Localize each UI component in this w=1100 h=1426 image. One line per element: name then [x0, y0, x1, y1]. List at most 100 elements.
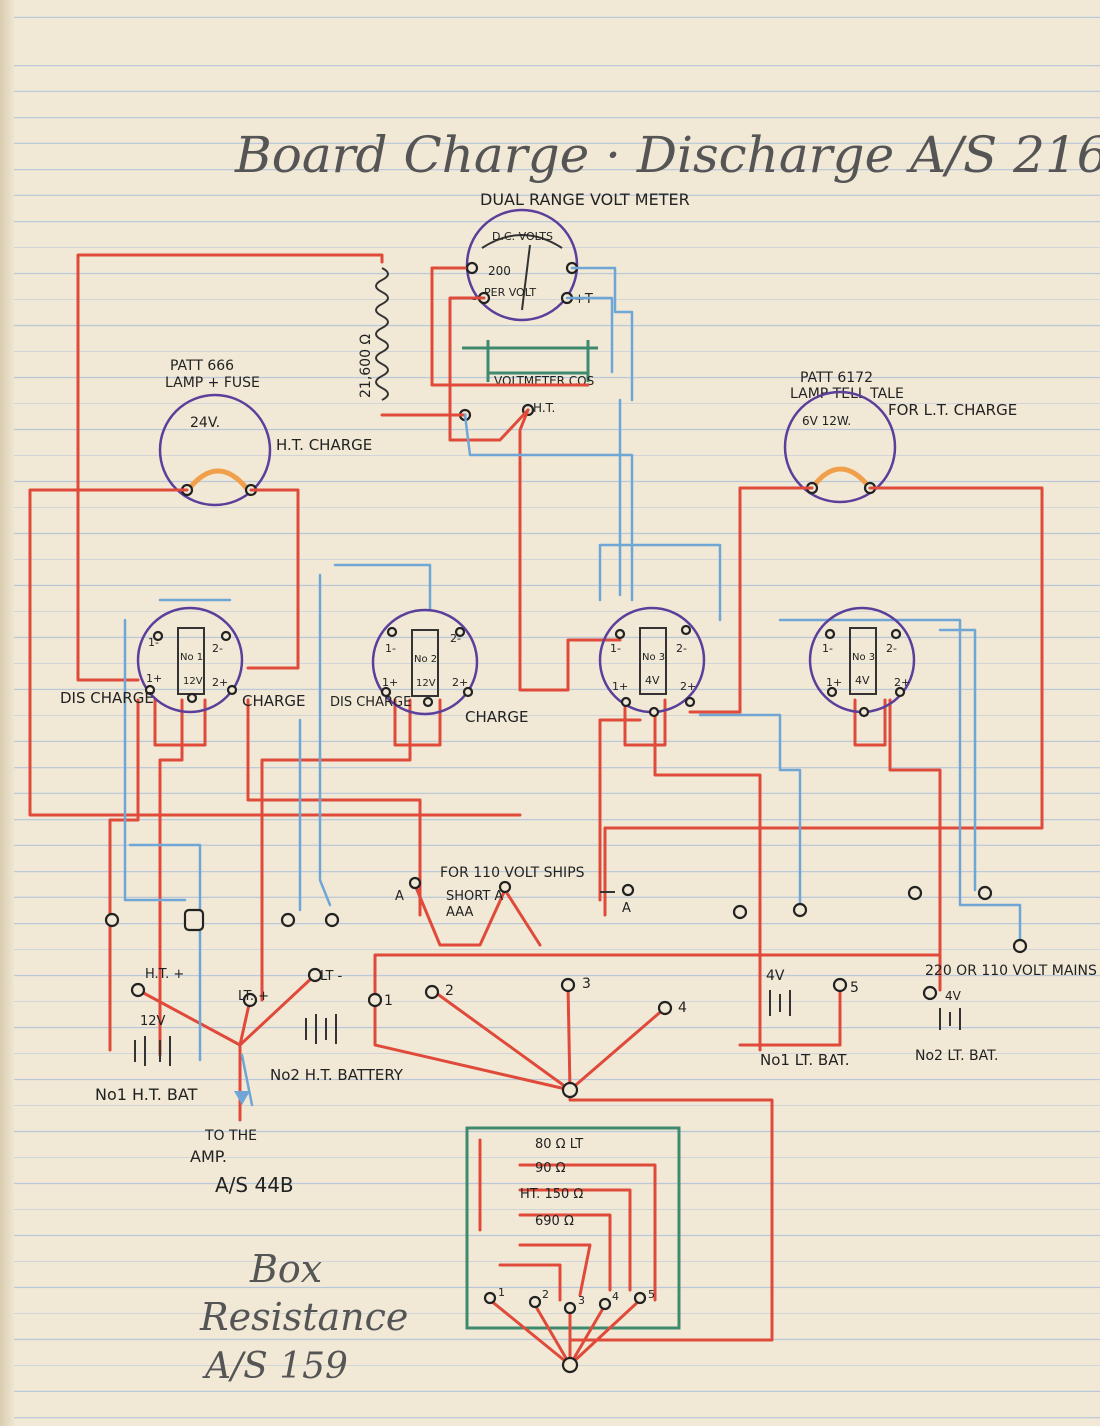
- charge-label-2: CHARGE: [465, 708, 529, 726]
- lamp-telltale-right: PATT 6172 LAMP TELL TALE 6V 12W. FOR L.T…: [783, 370, 1017, 504]
- voltmeter-scale: [481, 234, 563, 249]
- ht-battery-1-icon: [134, 1036, 171, 1066]
- lamp-fuse-left: PATT 666 LAMP + FUSE 24V. H.T. CHARGE: [158, 358, 372, 507]
- amp-note-line3: A/S 44B: [215, 1173, 294, 1197]
- switch-3-number: No 3: [642, 652, 665, 663]
- resistor-r2: 90 Ω: [535, 1161, 566, 1176]
- voltmeter-scale-label: D.C. VOLTS: [492, 230, 553, 243]
- mains-label: 220 OR 110 VOLT MAINS: [925, 963, 1097, 979]
- page-title: Board Charge · Discharge A/S 216.: [234, 126, 1100, 184]
- svg-text:3: 3: [578, 1294, 585, 1307]
- lt-plus-label: LT. +: [238, 989, 269, 1004]
- resistance-box-frame: [465, 1126, 681, 1330]
- mains-note-line2: SHORT A: [446, 889, 503, 904]
- resistance-box: 80 Ω LT 90 Ω HT. 150 Ω 690 Ω 1 2 3 4 5: [465, 1126, 681, 1374]
- amp-note: TO THE AMP. A/S 44B: [190, 1091, 294, 1197]
- ht-battery-2-label: No2 H.T. BATTERY: [270, 1066, 404, 1084]
- svg-text:1+: 1+: [382, 676, 398, 689]
- switch-4-voltage: 4V: [855, 674, 870, 687]
- switch-1: No 1 12V 1- 2- 1+ 2+: [136, 606, 244, 714]
- resistor-r4: 690 Ω: [535, 1214, 574, 1229]
- switch-3: No 3 4V 1- 2- 1+ 2+: [598, 606, 706, 718]
- lamp-right-voltage: 6V 12W.: [802, 414, 851, 428]
- switch-1-number: No 1: [180, 652, 203, 663]
- mains-note-line1: FOR 110 VOLT SHIPS: [440, 865, 585, 881]
- ht-battery-2-icon: [305, 1014, 337, 1044]
- batteries: No1 H.T. BAT No2 H.T. BATTERY No1 LT. BA…: [95, 963, 1097, 1104]
- lamp-left-charge: H.T. CHARGE: [276, 436, 372, 454]
- box-label-3: A/S 159: [202, 1346, 348, 1387]
- svg-text:2-: 2-: [886, 642, 897, 655]
- voltmeter-cos: VOLTMETER COS H.T.: [458, 340, 598, 422]
- 4v-label-b: 4V: [945, 989, 962, 1003]
- lamp-right-bulb-icon: [783, 390, 897, 504]
- resistor-label: 21,600 Ω: [358, 334, 374, 398]
- lamp-left-label-2: LAMP + FUSE: [165, 375, 260, 391]
- svg-text:2+: 2+: [680, 680, 696, 693]
- svg-text:1: 1: [498, 1286, 505, 1299]
- svg-text:4: 4: [678, 1000, 687, 1016]
- series-resistor: 21,600 Ω: [358, 267, 389, 401]
- switch-1-voltage: 12V: [183, 676, 203, 687]
- svg-text:2+: 2+: [894, 676, 910, 689]
- svg-text:1+: 1+: [612, 680, 628, 693]
- lamp-left-voltage: 24V.: [190, 415, 220, 431]
- svg-text:5: 5: [648, 1288, 655, 1301]
- ht-battery-1-label: No1 H.T. BAT: [95, 1085, 198, 1104]
- voltmeter-per-volt: PER VOLT: [484, 286, 536, 299]
- svg-text:3: 3: [582, 976, 591, 992]
- switch-3-voltage: 4V: [645, 674, 660, 687]
- lamp-right-label-2: LAMP TELL TALE: [790, 386, 904, 402]
- svg-text:2-: 2-: [212, 642, 223, 655]
- switch-2-voltage: 12V: [416, 678, 436, 689]
- arrow-down-icon: [234, 1091, 250, 1105]
- svg-text:1-: 1-: [610, 642, 621, 655]
- terminal-row: 1 2 3 4 5 H.T. + LT. + LT - 12V 4V 4V: [104, 885, 1028, 1099]
- amp-note-line1: TO THE: [204, 1128, 257, 1144]
- svg-text:2: 2: [542, 1288, 549, 1301]
- switch-2: No 2 12V 1- 2- 1+ 2+: [371, 608, 479, 716]
- 4v-label-a: 4V: [766, 968, 785, 984]
- voltmeter-range: 200: [488, 264, 511, 278]
- svg-text:5: 5: [850, 980, 859, 996]
- svg-text:1-: 1-: [148, 636, 159, 649]
- lt-battery-1-icon: [769, 990, 791, 1016]
- charge-label-1: CHARGE: [242, 692, 306, 710]
- resistor-r3: HT. 150 Ω: [520, 1187, 583, 1202]
- resistor-icon: [375, 267, 389, 401]
- switch-2-number: No 2: [414, 654, 437, 665]
- terminal-a1: A: [395, 889, 404, 904]
- svg-text:2+: 2+: [452, 676, 468, 689]
- box-label-1: Box: [249, 1247, 322, 1291]
- voltmeter-plus: +T: [574, 292, 593, 307]
- lt-battery-2-label: No2 LT. BAT.: [915, 1048, 999, 1064]
- svg-text:2+: 2+: [212, 676, 228, 689]
- voltmeter-ht-label: H.T.: [533, 401, 555, 415]
- lt-battery-1-label: No1 LT. BAT.: [760, 1051, 849, 1069]
- terminal-a2: A: [622, 901, 631, 916]
- svg-text:2-: 2-: [450, 632, 461, 645]
- switch-4: No 3 4V 1- 2- 1+ 2+: [808, 606, 916, 718]
- blue-wiring: [123, 266, 1022, 1107]
- amp-note-line2: AMP.: [190, 1147, 227, 1166]
- voltmeter-heading: DUAL RANGE VOLT METER: [480, 190, 690, 209]
- svg-text:1-: 1-: [385, 642, 396, 655]
- lamp-right-label-1: PATT 6172: [800, 370, 873, 386]
- discharge-label-2: DIS CHARGE: [330, 695, 411, 710]
- resistor-r1: 80 Ω LT: [535, 1137, 583, 1152]
- switch-4-number: No 3: [852, 652, 875, 663]
- lamp-left-bulb-icon: [158, 393, 272, 507]
- lamp-left-label-1: PATT 666: [170, 358, 234, 374]
- svg-text:2: 2: [445, 983, 454, 999]
- svg-text:1+: 1+: [146, 672, 162, 685]
- ht-plus-label: H.T. +: [145, 967, 184, 982]
- mains-note: FOR 110 VOLT SHIPS SHORT A AAA A A: [395, 865, 635, 920]
- discharge-label-1: DIS CHARGE: [60, 689, 154, 707]
- lt-battery-2-icon: [939, 1008, 961, 1030]
- lamp-right-charge: FOR L.T. CHARGE: [888, 401, 1017, 419]
- 12v-label: 12V: [140, 1014, 166, 1029]
- svg-text:2-: 2-: [676, 642, 687, 655]
- box-label-2: Resistance: [199, 1295, 408, 1339]
- svg-text:1: 1: [384, 993, 393, 1009]
